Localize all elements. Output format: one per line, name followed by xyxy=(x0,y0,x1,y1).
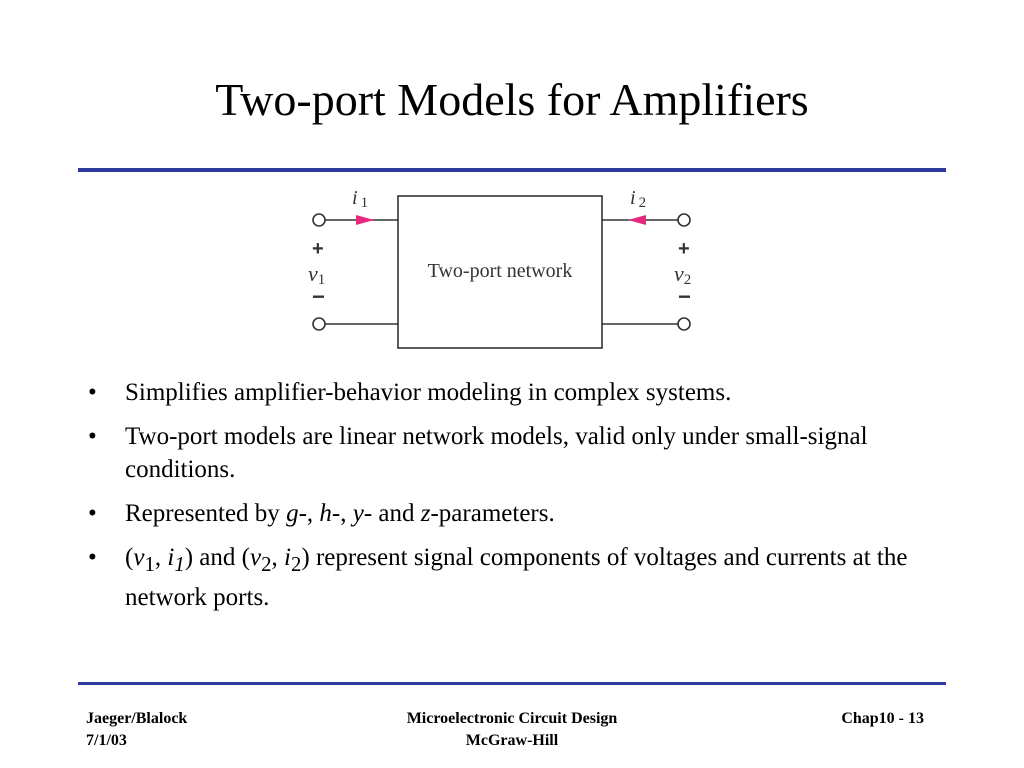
bullet-list: Simplifies amplifier-behavior modeling i… xyxy=(88,376,948,625)
title-divider xyxy=(78,168,946,172)
port2-minus: − xyxy=(678,284,691,309)
port2-bottom-terminal xyxy=(677,317,691,331)
port2-plus: + xyxy=(678,238,690,260)
i1-arrow-icon xyxy=(356,215,374,225)
footer-book-title: Microelectronic Circuit Design xyxy=(406,710,618,727)
bullet-item: Represented by g-, h-, y- and z-paramete… xyxy=(88,497,948,530)
port1-bottom-terminal xyxy=(312,317,326,331)
port2-top-terminal xyxy=(677,213,691,227)
slide-title: Two-port Models for Amplifiers xyxy=(215,74,809,125)
bullet-text: Represented by g-, h-, y- and z-paramete… xyxy=(125,500,555,527)
bullet-item: Two-port models are linear network model… xyxy=(88,420,948,486)
i2-arrow-icon xyxy=(628,215,646,225)
port1-voltage-label: v1 xyxy=(308,261,325,288)
port1-top-terminal xyxy=(312,213,326,227)
bullet-text: Two-port models are linear network model… xyxy=(125,423,868,483)
port2-voltage-label: v2 xyxy=(674,261,691,288)
port1-plus: + xyxy=(312,238,324,260)
bullet-text: Simplifies amplifier-behavior modeling i… xyxy=(125,379,732,406)
bullet-text: (v1, i1) and (v2, i2) represent signal c… xyxy=(125,544,908,611)
bullet-item: Simplifies amplifier-behavior modeling i… xyxy=(88,376,948,409)
bullet-item: (v1, i1) and (v2, i2) represent signal c… xyxy=(88,541,948,614)
footer-date: 7/1/03 xyxy=(86,732,127,749)
footer-publisher: McGraw-Hill xyxy=(465,732,559,749)
footer-divider xyxy=(78,682,946,685)
footer-center: Microelectronic Circuit Design McGraw-Hi… xyxy=(312,708,712,752)
port1-minus: − xyxy=(312,284,325,309)
footer-left: Jaeger/Blalock 7/1/03 xyxy=(86,708,187,752)
footer-right: Chap10 - 13 xyxy=(841,708,924,730)
two-port-box-label: Two-port network xyxy=(428,260,573,282)
footer-slide-number: Chap10 - 13 xyxy=(841,710,924,727)
footer-authors: Jaeger/Blalock xyxy=(86,710,188,727)
two-port-box xyxy=(397,195,603,349)
